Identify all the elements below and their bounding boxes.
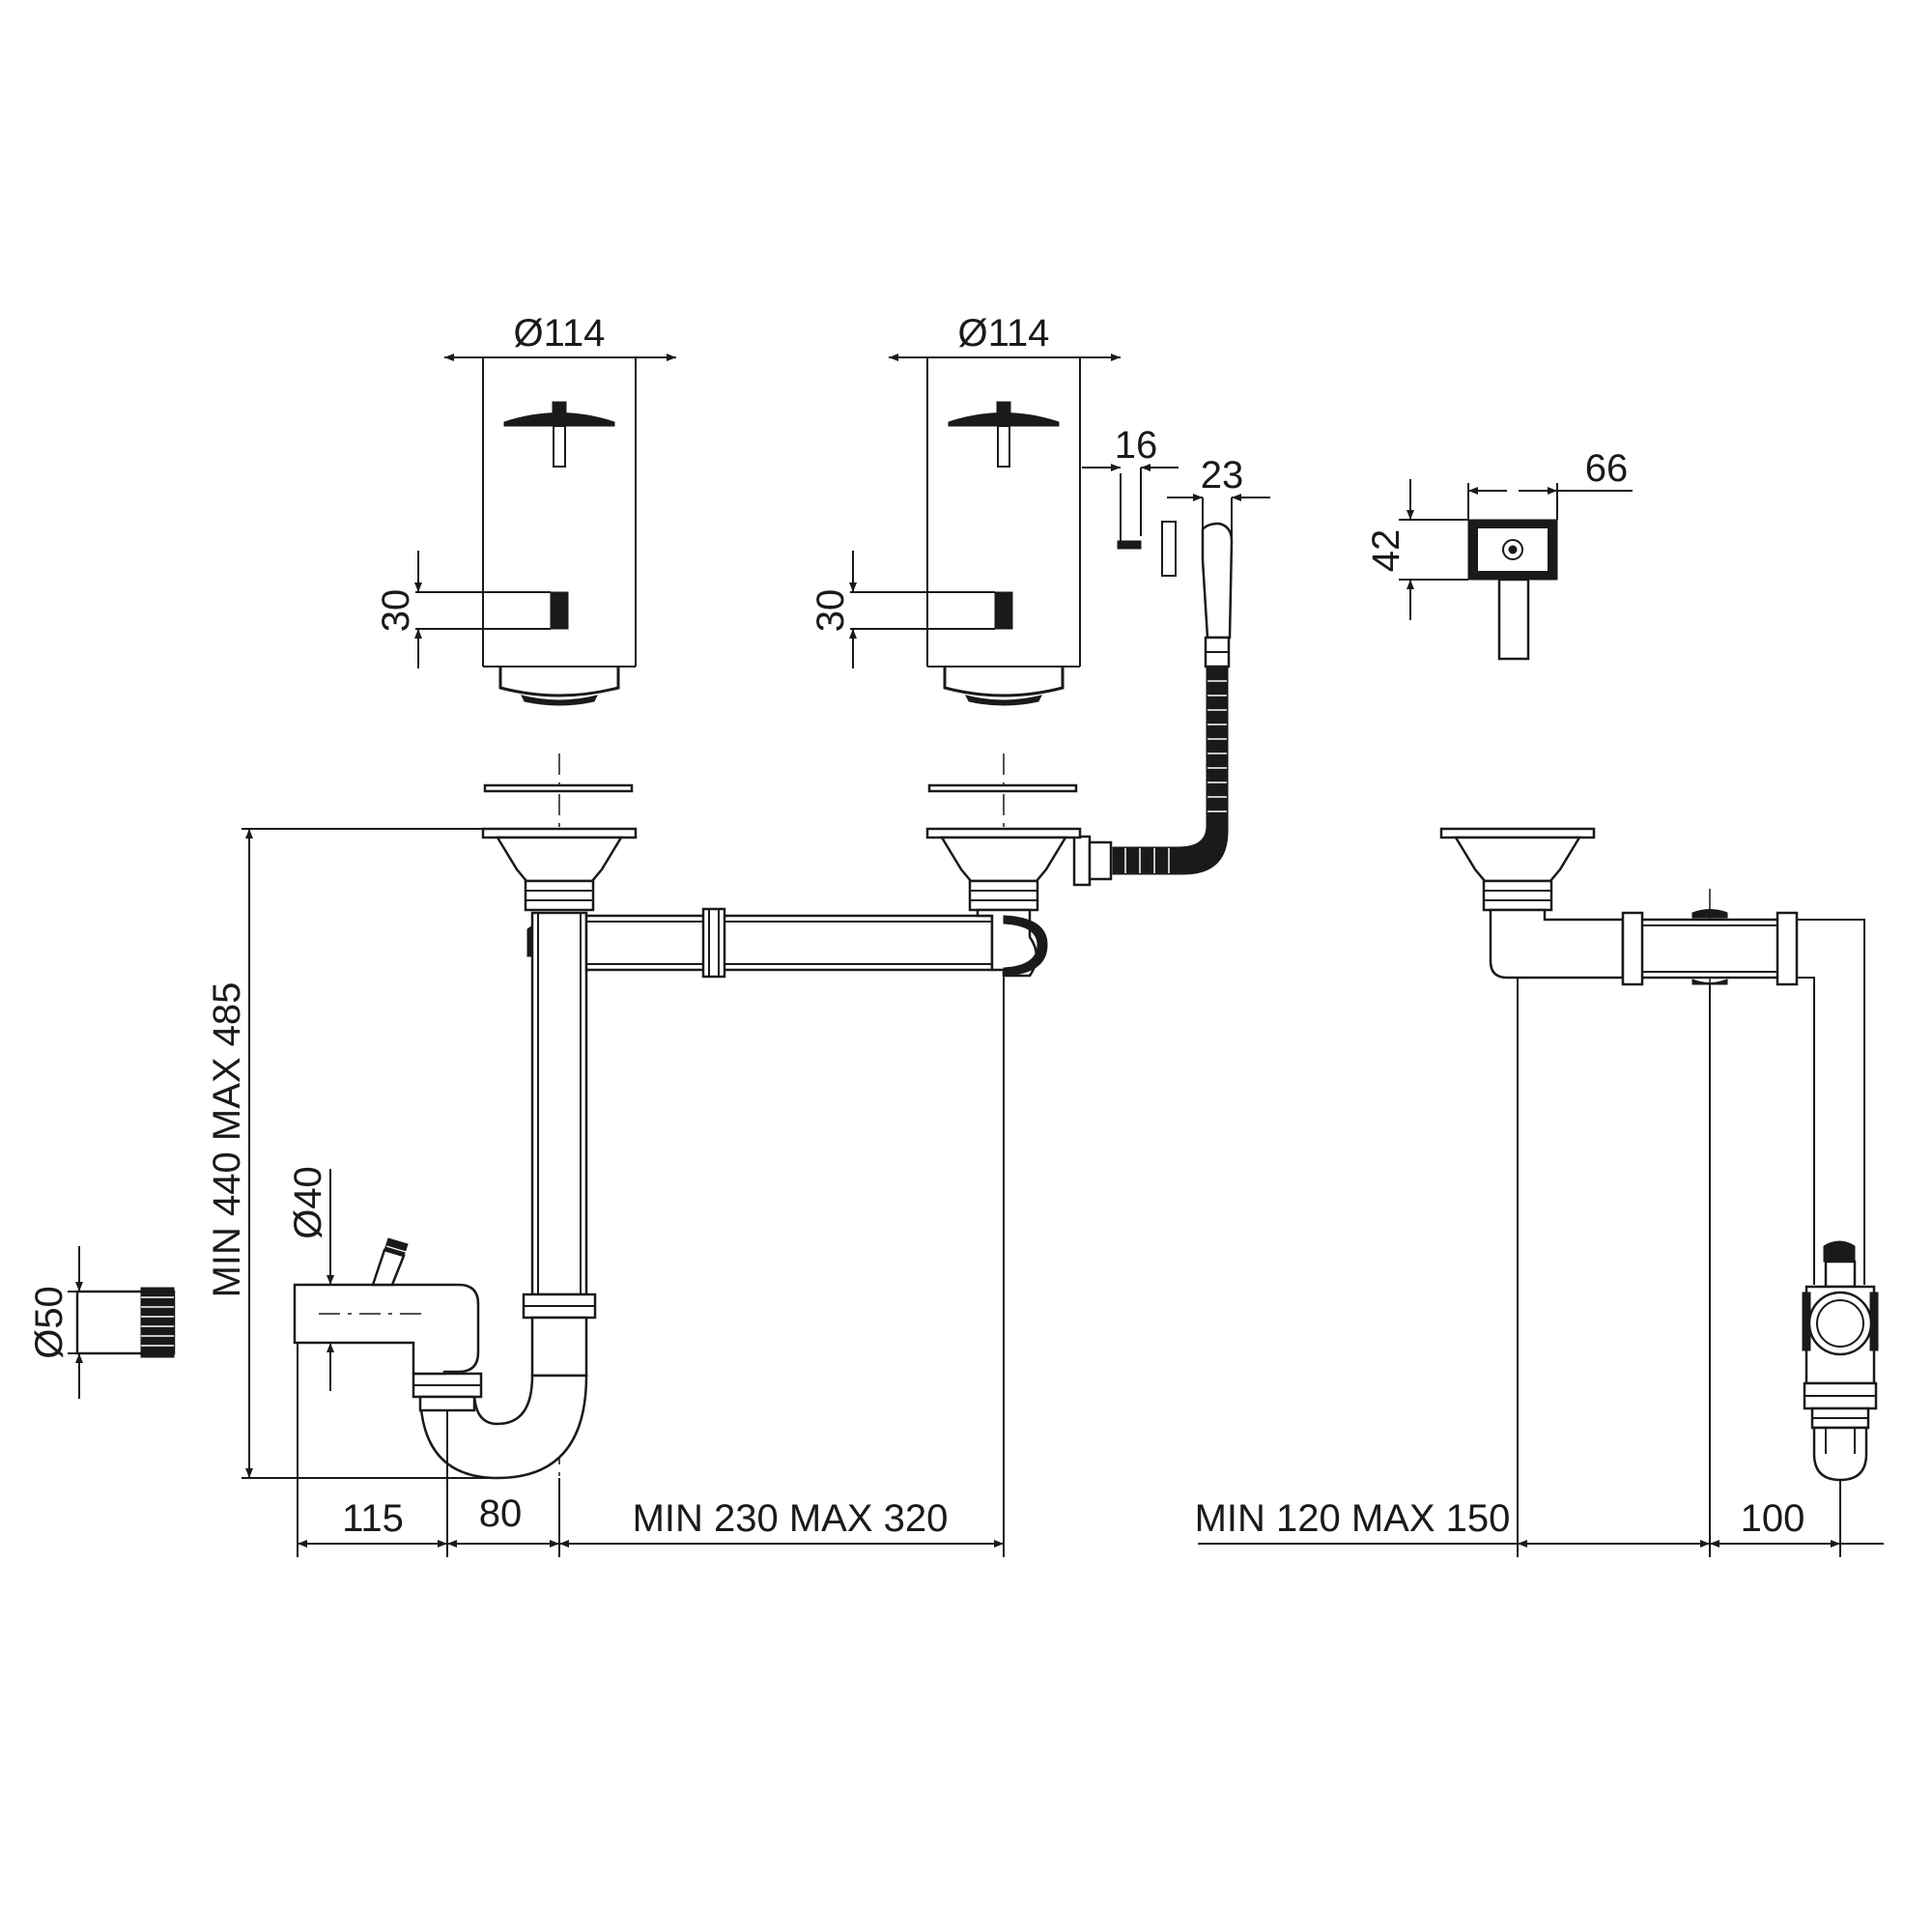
dim-overflow-box-height: 42 xyxy=(1365,529,1407,573)
dim-overflow-box-width: 66 xyxy=(1585,447,1629,490)
dim-outlet-diameter: Ø50 xyxy=(28,1286,71,1359)
dim-strainer-left-height: 30 xyxy=(375,589,417,633)
dim-center-distance: MIN 230 MAX 320 xyxy=(633,1497,949,1540)
dim-bottom-right-group: MIN 120 MAX 150 100 xyxy=(1195,978,1884,1557)
dim-inlet-diameter: Ø40 xyxy=(287,1166,329,1239)
dim-bottom-left-group: 115 80 MIN 230 MAX 320 xyxy=(297,978,1005,1557)
dim-side-offset-100: 100 xyxy=(1741,1497,1805,1540)
dim-offset-115: 115 xyxy=(342,1497,404,1540)
dim-strainer-mid-diameter: Ø114 xyxy=(958,312,1050,355)
dim-strainer-mid-height: 30 xyxy=(810,589,852,633)
siphon-mid-assembly xyxy=(925,783,1082,978)
overflow-fitting: 16 23 xyxy=(1072,424,1270,887)
dim-overall-height-group: MIN 440 MAX 485 xyxy=(206,828,497,1479)
dim-overall-height: MIN 440 MAX 485 xyxy=(206,982,248,1298)
dim-strainer-left-diameter: Ø114 xyxy=(514,312,606,355)
dim-offset-80: 80 xyxy=(479,1492,523,1535)
dim-inlet-group: Ø40 xyxy=(287,1166,334,1391)
siphon-side-view xyxy=(1439,827,1879,1482)
dim-side-distance: MIN 120 MAX 150 xyxy=(1195,1497,1511,1540)
dim-overflow-hose-width: 23 xyxy=(1201,454,1244,497)
strainer-left-exploded: Ø114 30 xyxy=(375,312,676,706)
dim-overflow-width: 16 xyxy=(1115,424,1158,467)
outlet-connector: Ø50 xyxy=(28,1246,176,1399)
siphon-left-assembly xyxy=(293,783,994,1480)
strainer-mid-exploded: Ø114 30 xyxy=(810,312,1121,706)
overflow-box: 66 42 xyxy=(1365,447,1633,661)
